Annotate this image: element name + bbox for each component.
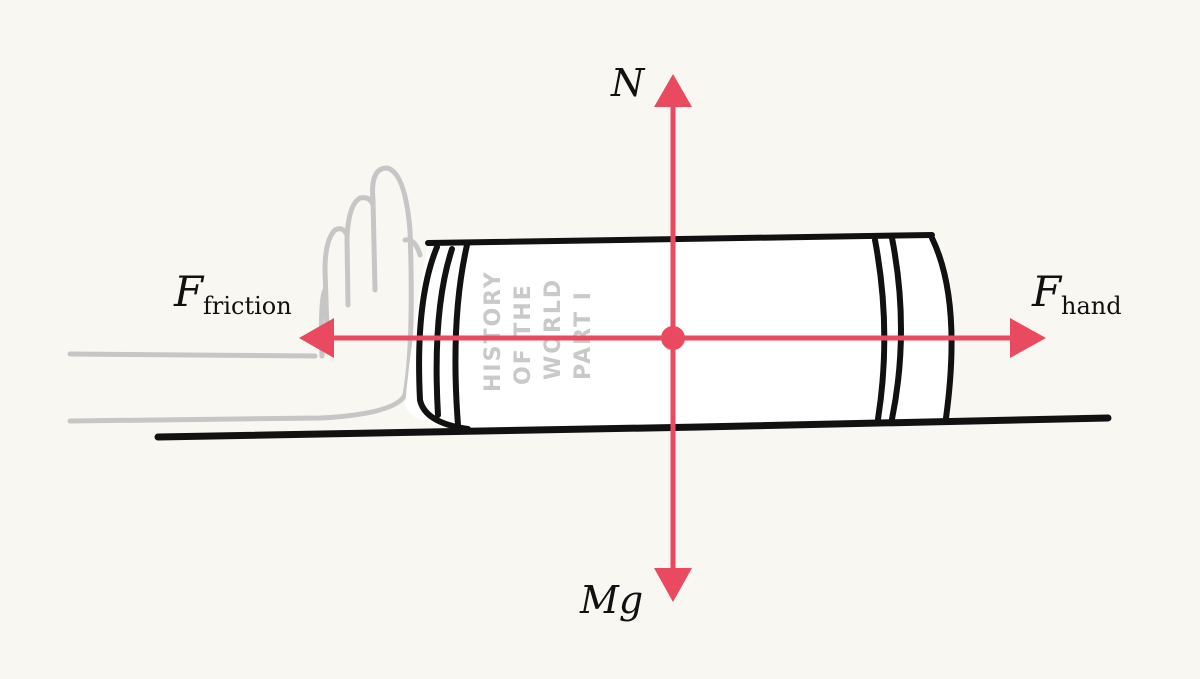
- hand-force-subscript: hand: [1061, 292, 1122, 320]
- hand-sketch: [67, 165, 423, 424]
- friction-force-label: F friction: [173, 267, 292, 320]
- table-surface: [154, 414, 1112, 441]
- center-of-mass-dot: [661, 326, 685, 350]
- normal-force-arrowhead: [654, 74, 692, 107]
- spine-line-3: WORLD: [541, 278, 566, 380]
- force-arrows: [299, 74, 1046, 602]
- book: HISTORY OF THE WORLD PART I: [405, 232, 955, 432]
- weight-force-label: Mg: [579, 578, 643, 622]
- spine-line-1: HISTORY: [481, 270, 506, 392]
- spine-line-4: PART I: [571, 290, 596, 380]
- hand-force-label: F hand: [1031, 267, 1122, 320]
- book-spine-title: HISTORY OF THE WORLD PART I: [481, 270, 596, 392]
- book-outline: [416, 232, 955, 432]
- normal-force-label: N: [610, 61, 646, 105]
- hand-force-symbol: F: [1031, 267, 1063, 316]
- spine-line-2: OF THE: [511, 283, 536, 385]
- hand-force-arrowhead: [1010, 318, 1046, 358]
- friction-force-arrowhead: [299, 318, 334, 358]
- weight-force-arrowhead: [654, 568, 692, 602]
- friction-force-symbol: F: [173, 267, 205, 316]
- friction-force-subscript: friction: [203, 292, 292, 320]
